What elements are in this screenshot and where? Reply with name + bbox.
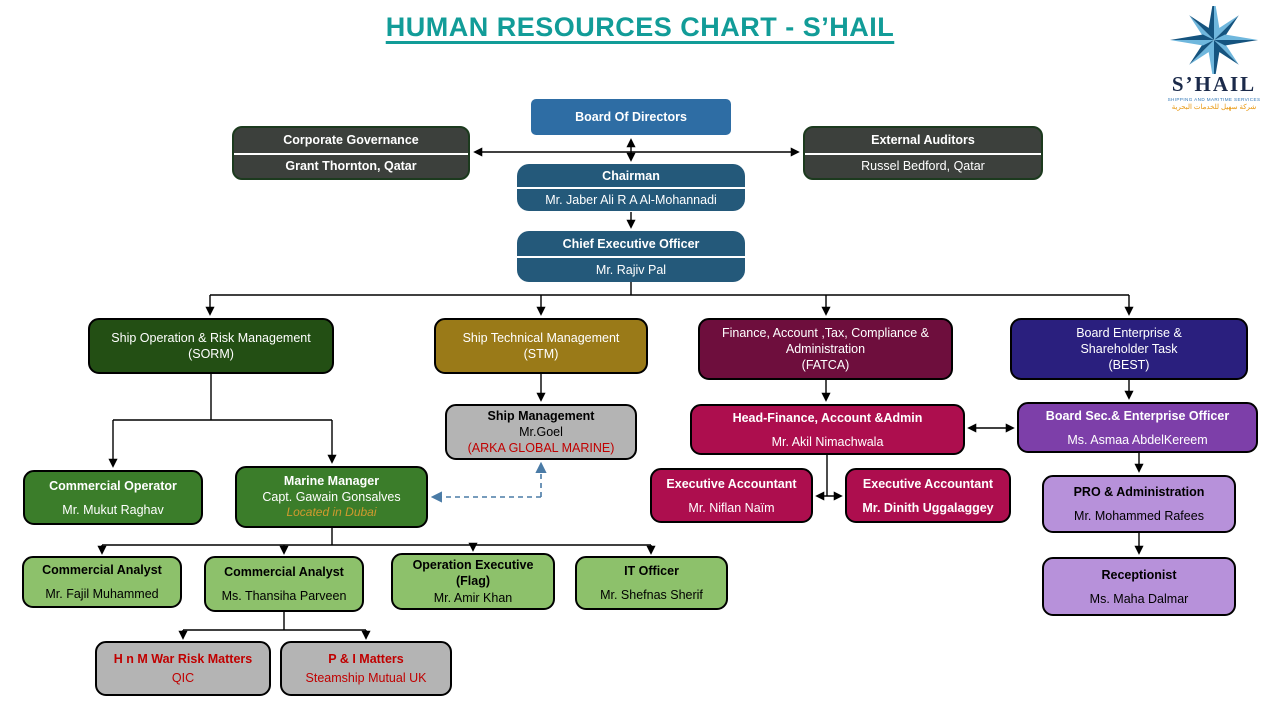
org-node-board-secretary: Board Sec.& Enterprise Officer Ms. Asmaa…: [1017, 402, 1258, 453]
node-title: Board Sec.& Enterprise Officer: [1045, 408, 1230, 423]
node-title: Ship Technical Management: [462, 331, 620, 345]
node-title: External Auditors: [805, 128, 1041, 155]
org-node-corporate-governance: Corporate Governance Grant Thornton, Qat…: [232, 126, 470, 180]
logo-tagline: SHIPPING AND MARITIME SERVICES: [1167, 97, 1261, 102]
org-node-ship-management: Ship Management Mr.Goel (ARKA GLOBAL MAR…: [445, 404, 637, 460]
node-name: Mr. Mohammed Rafees: [1074, 509, 1204, 523]
node-subtitle: QIC: [171, 671, 195, 685]
node-subtitle: Mr. Rajiv Pal: [595, 263, 667, 278]
node-name: Mr.Goel: [519, 425, 563, 439]
logo-arabic-text: شركة سهيل للخدمات البحرية: [1171, 104, 1257, 111]
node-title: P & I Matters: [328, 652, 404, 666]
org-node-executive-accountant-2: Executive Accountant Mr. Dinith Uggalagg…: [845, 468, 1011, 523]
org-node-commercial-operator: Commercial Operator Mr. Mukut Raghav: [23, 470, 203, 525]
node-title: Executive Accountant: [666, 476, 797, 491]
node-title: IT Officer: [624, 564, 679, 578]
org-node-head-finance: Head-Finance, Account &Admin Mr. Akil Ni…: [690, 404, 965, 455]
shail-logo: S’HAIL SHIPPING AND MARITIME SERVICES شر…: [1158, 6, 1270, 111]
node-title: H n M War Risk Matters: [113, 652, 253, 666]
node-title: Head-Finance, Account &Admin: [732, 410, 923, 425]
node-title: Board Enterprise & Shareholder Task: [1076, 326, 1182, 356]
node-name: Mr. Amir Khan: [433, 591, 513, 605]
node-note: Located in Dubai: [286, 505, 377, 520]
node-title: Executive Accountant: [862, 476, 994, 491]
org-node-marine-manager: Marine Manager Capt. Gawain Gonsalves Lo…: [235, 466, 428, 528]
node-title: Chairman: [517, 164, 745, 190]
node-title: Receptionist: [1101, 567, 1177, 582]
node-name: Capt. Gawain Gonsalves: [262, 490, 401, 505]
org-node-hnm-war-risk: H n M War Risk Matters QIC: [95, 641, 271, 696]
node-name: Mr. Mukut Raghav: [62, 502, 164, 517]
node-name: Mr. Shefnas Sherif: [600, 588, 703, 602]
org-node-receptionist: Receptionist Ms. Maha Dalmar: [1042, 557, 1236, 616]
node-name: Ms. Maha Dalmar: [1089, 591, 1189, 606]
org-node-chairman: Chairman Mr. Jaber Ali R A Al-Mohannadi: [517, 164, 745, 211]
org-node-it-officer: IT Officer Mr. Shefnas Sherif: [575, 556, 728, 610]
org-node-pi-matters: P & I Matters Steamship Mutual UK: [280, 641, 452, 696]
node-name: Mr. Dinith Uggalaggey: [862, 500, 994, 515]
compass-rose-icon: [1169, 6, 1259, 74]
node-title: Commercial Operator: [49, 478, 177, 493]
org-node-commercial-analyst-1: Commercial Analyst Mr. Fajil Muhammed: [22, 556, 182, 608]
org-node-executive-accountant-1: Executive Accountant Mr. Niflan Naïm: [650, 468, 813, 523]
node-title: Marine Manager: [283, 474, 380, 489]
node-name: Mr. Fajil Muhammed: [45, 587, 159, 601]
logo-wordmark: S’HAIL: [1171, 72, 1257, 96]
org-node-best: Board Enterprise & Shareholder Task (BES…: [1010, 318, 1248, 380]
dashed-link: [430, 461, 547, 503]
node-title: Ship Management: [487, 409, 595, 423]
org-node-ceo: Chief Executive Officer Mr. Rajiv Pal: [517, 231, 745, 282]
node-name: Mr. Niflan Naïm: [688, 500, 775, 515]
org-node-operation-executive: Operation Executive (Flag) Mr. Amir Khan: [391, 553, 555, 610]
node-name: Mr. Akil Nimachwala: [771, 434, 884, 449]
node-subtitle: Steamship Mutual UK: [305, 671, 427, 685]
org-node-commercial-analyst-2: Commercial Analyst Ms. Thansiha Parveen: [204, 556, 364, 612]
node-subtitle: Mr. Jaber Ali R A Al-Mohannadi: [545, 193, 717, 208]
node-title: Ship Operation & Risk Management: [111, 331, 311, 345]
org-node-board-of-directors: Board Of Directors: [531, 99, 731, 135]
node-title: Operation Executive (Flag): [412, 558, 534, 588]
node-title: PRO & Administration: [1073, 485, 1205, 499]
org-node-sorm: Ship Operation & Risk Management (SORM): [88, 318, 334, 374]
node-title: Corporate Governance: [234, 128, 468, 155]
node-title: Chief Executive Officer: [517, 231, 745, 259]
node-name: Ms. Thansiha Parveen: [221, 589, 347, 603]
node-subtitle: (SORM): [188, 347, 234, 361]
node-subtitle: (STM): [523, 347, 559, 361]
org-node-stm: Ship Technical Management (STM): [434, 318, 648, 374]
org-node-pro-administration: PRO & Administration Mr. Mohammed Rafees: [1042, 475, 1236, 533]
node-title: Commercial Analyst: [42, 563, 162, 577]
node-subtitle: Russel Bedford, Qatar: [861, 159, 985, 174]
node-name: Ms. Asmaa AbdelKereem: [1067, 432, 1208, 447]
node-title: Finance, Account ,Tax, Compliance & Admi…: [721, 326, 930, 356]
org-node-external-auditors: External Auditors Russel Bedford, Qatar: [803, 126, 1043, 180]
node-subtitle: (FATCA): [801, 358, 850, 372]
node-title: Commercial Analyst: [224, 565, 344, 579]
org-node-fatca: Finance, Account ,Tax, Compliance & Admi…: [698, 318, 953, 380]
node-subtitle: (BEST): [1108, 358, 1150, 372]
node-note: (ARKA GLOBAL MARINE): [467, 441, 615, 455]
page-title: HUMAN RESOURCES CHART - S’HAIL: [385, 12, 895, 42]
node-subtitle: Grant Thornton, Qatar: [285, 159, 417, 174]
node-title: Board Of Directors: [575, 110, 687, 124]
